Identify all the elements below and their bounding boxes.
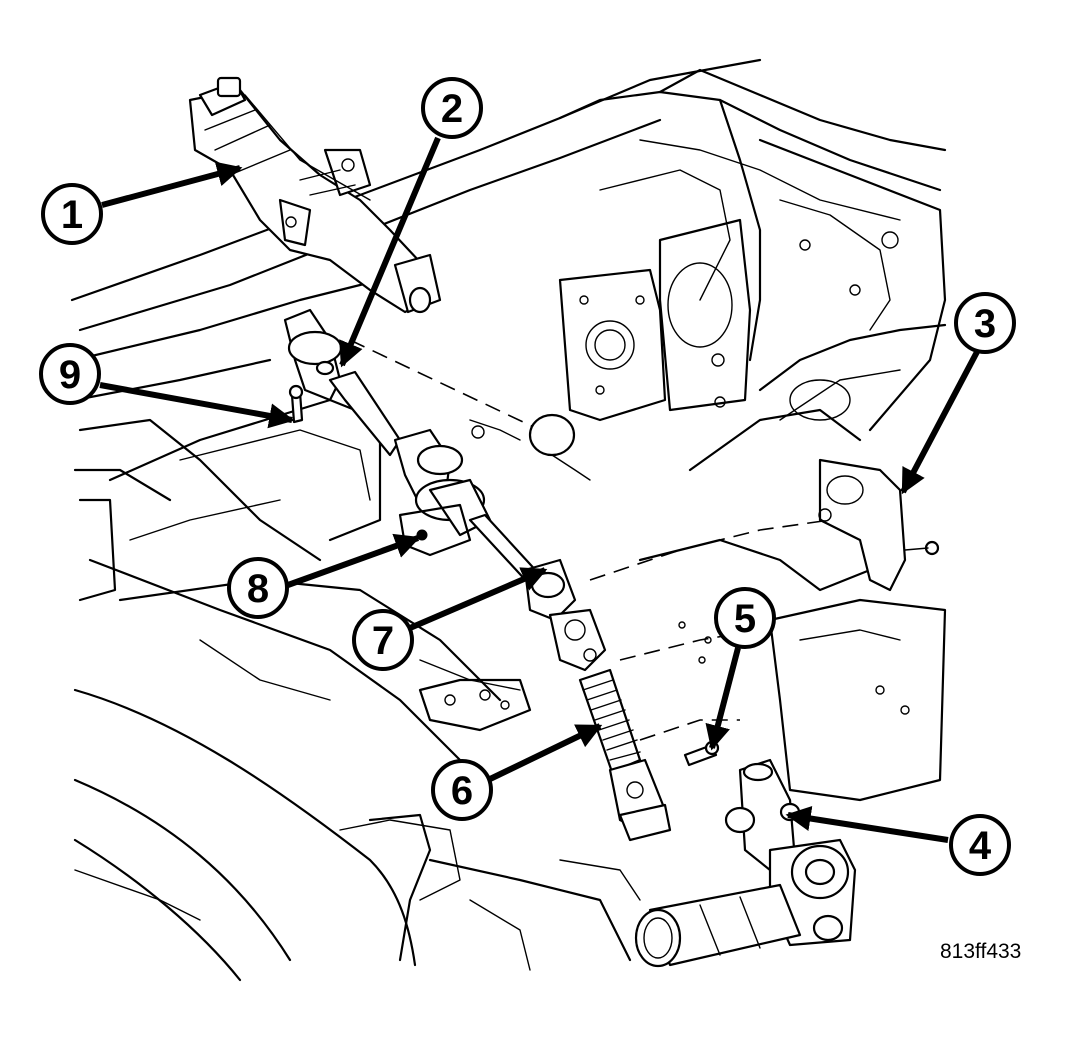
figure-id: 813ff433 [940, 940, 1022, 963]
callout-arrow-5 [705, 647, 741, 751]
callout-arrow-6 [486, 723, 603, 783]
callout-arrows [99, 136, 981, 843]
callout-arrow-3 [900, 348, 981, 495]
callout-4-label: 4 [969, 824, 992, 868]
callout-arrow-2 [339, 136, 441, 368]
callout-3: 3 [954, 292, 1016, 354]
steering-column-assembly [188, 76, 442, 314]
callout-9: 9 [39, 343, 101, 405]
intermediate-shaft [283, 308, 672, 842]
callout-7-label: 7 [372, 619, 394, 663]
callout-arrow-9a [99, 382, 295, 429]
callout-8-label: 8 [247, 567, 269, 611]
callout-1-label: 1 [61, 193, 83, 237]
callout-7: 7 [352, 609, 414, 671]
callout-5-label: 5 [734, 597, 756, 641]
callout-2: 2 [421, 77, 483, 139]
callout-arrow-7 [408, 567, 548, 631]
callout-4: 4 [949, 814, 1011, 876]
vehicle-body-structure [70, 58, 947, 982]
callout-9-label: 9 [59, 353, 81, 397]
callout-arrow-8 [286, 533, 421, 588]
steering-gear [634, 458, 940, 968]
callout-6: 6 [431, 759, 493, 821]
callout-6-label: 6 [451, 769, 473, 813]
callout-5: 5 [714, 587, 776, 649]
callout-3-label: 3 [974, 302, 996, 346]
callout-8: 8 [227, 557, 289, 619]
callouts: 1 2 3 4 5 6 7 8 [39, 77, 1016, 876]
callout-2-label: 2 [441, 87, 463, 131]
callout-arrow-1 [101, 161, 243, 208]
callout-1: 1 [41, 183, 103, 245]
callout-arrow-4 [785, 806, 949, 843]
